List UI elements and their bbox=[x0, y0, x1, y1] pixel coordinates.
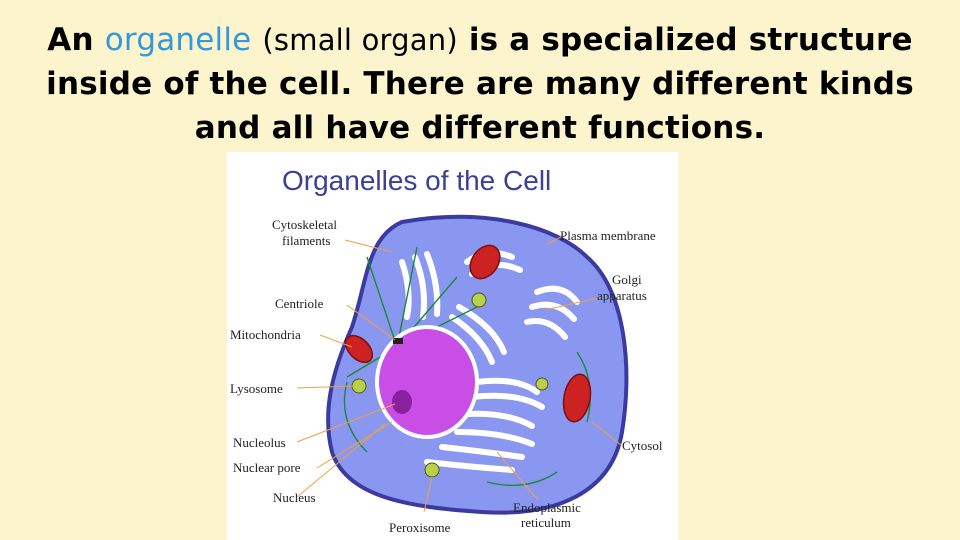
cell-diagram-svg: Organelles of the Cell bbox=[230, 165, 663, 535]
leader-lines bbox=[296, 236, 622, 513]
nucleolus bbox=[392, 390, 412, 414]
mitochondrion-3 bbox=[562, 373, 592, 423]
centriole bbox=[393, 338, 403, 344]
label-cytoskeletal-1: Cytoskeletal bbox=[272, 217, 337, 232]
lysosome-2 bbox=[471, 292, 487, 308]
label-cytosol: Cytosol bbox=[622, 438, 663, 453]
heading-line-2: inside of the cell. There are many diffe… bbox=[46, 66, 914, 102]
mitochondrion-1 bbox=[469, 244, 501, 280]
lysosome-1 bbox=[351, 378, 367, 394]
heading-word-organelle: organelle bbox=[104, 22, 252, 58]
label-golgi-1: Golgi bbox=[612, 272, 642, 287]
label-nucleolus: Nucleolus bbox=[233, 435, 286, 450]
heading-line-3: and all have different functions. bbox=[194, 110, 766, 146]
slide-heading: An organelle (small organ) is a speciali… bbox=[0, 18, 960, 150]
heading-line-1: An organelle (small organ) is a speciali… bbox=[0, 18, 960, 62]
label-er-2: reticulum bbox=[521, 515, 571, 530]
label-lysosome: Lysosome bbox=[230, 381, 283, 396]
label-nucleus: Nucleus bbox=[273, 490, 316, 505]
label-er-1: Endoplasmic bbox=[513, 500, 581, 515]
peroxisome bbox=[424, 462, 440, 478]
cell-diagram: Organelles of the Cell bbox=[227, 152, 678, 540]
mitochondrion-2 bbox=[344, 334, 374, 364]
heading-paren-text: (small organ) bbox=[262, 23, 458, 57]
label-nuclear-pore: Nuclear pore bbox=[233, 460, 301, 475]
label-mitochondria: Mitochondria bbox=[230, 327, 301, 342]
heading-rest-line-1: is a specialized structure bbox=[468, 22, 913, 58]
diagram-title: Organelles of the Cell bbox=[282, 165, 551, 196]
label-cytoskeletal-2: filaments bbox=[282, 233, 330, 248]
nucleus bbox=[375, 325, 479, 439]
label-plasma-membrane: Plasma membrane bbox=[560, 228, 656, 243]
label-golgi-2: apparatus bbox=[597, 288, 647, 303]
lysosome-3 bbox=[535, 377, 549, 391]
label-centriole: Centriole bbox=[275, 296, 324, 311]
endoplasmic-reticulum bbox=[399, 251, 545, 473]
heading-word-an: An bbox=[47, 22, 94, 58]
label-peroxisome: Peroxisome bbox=[389, 520, 451, 535]
